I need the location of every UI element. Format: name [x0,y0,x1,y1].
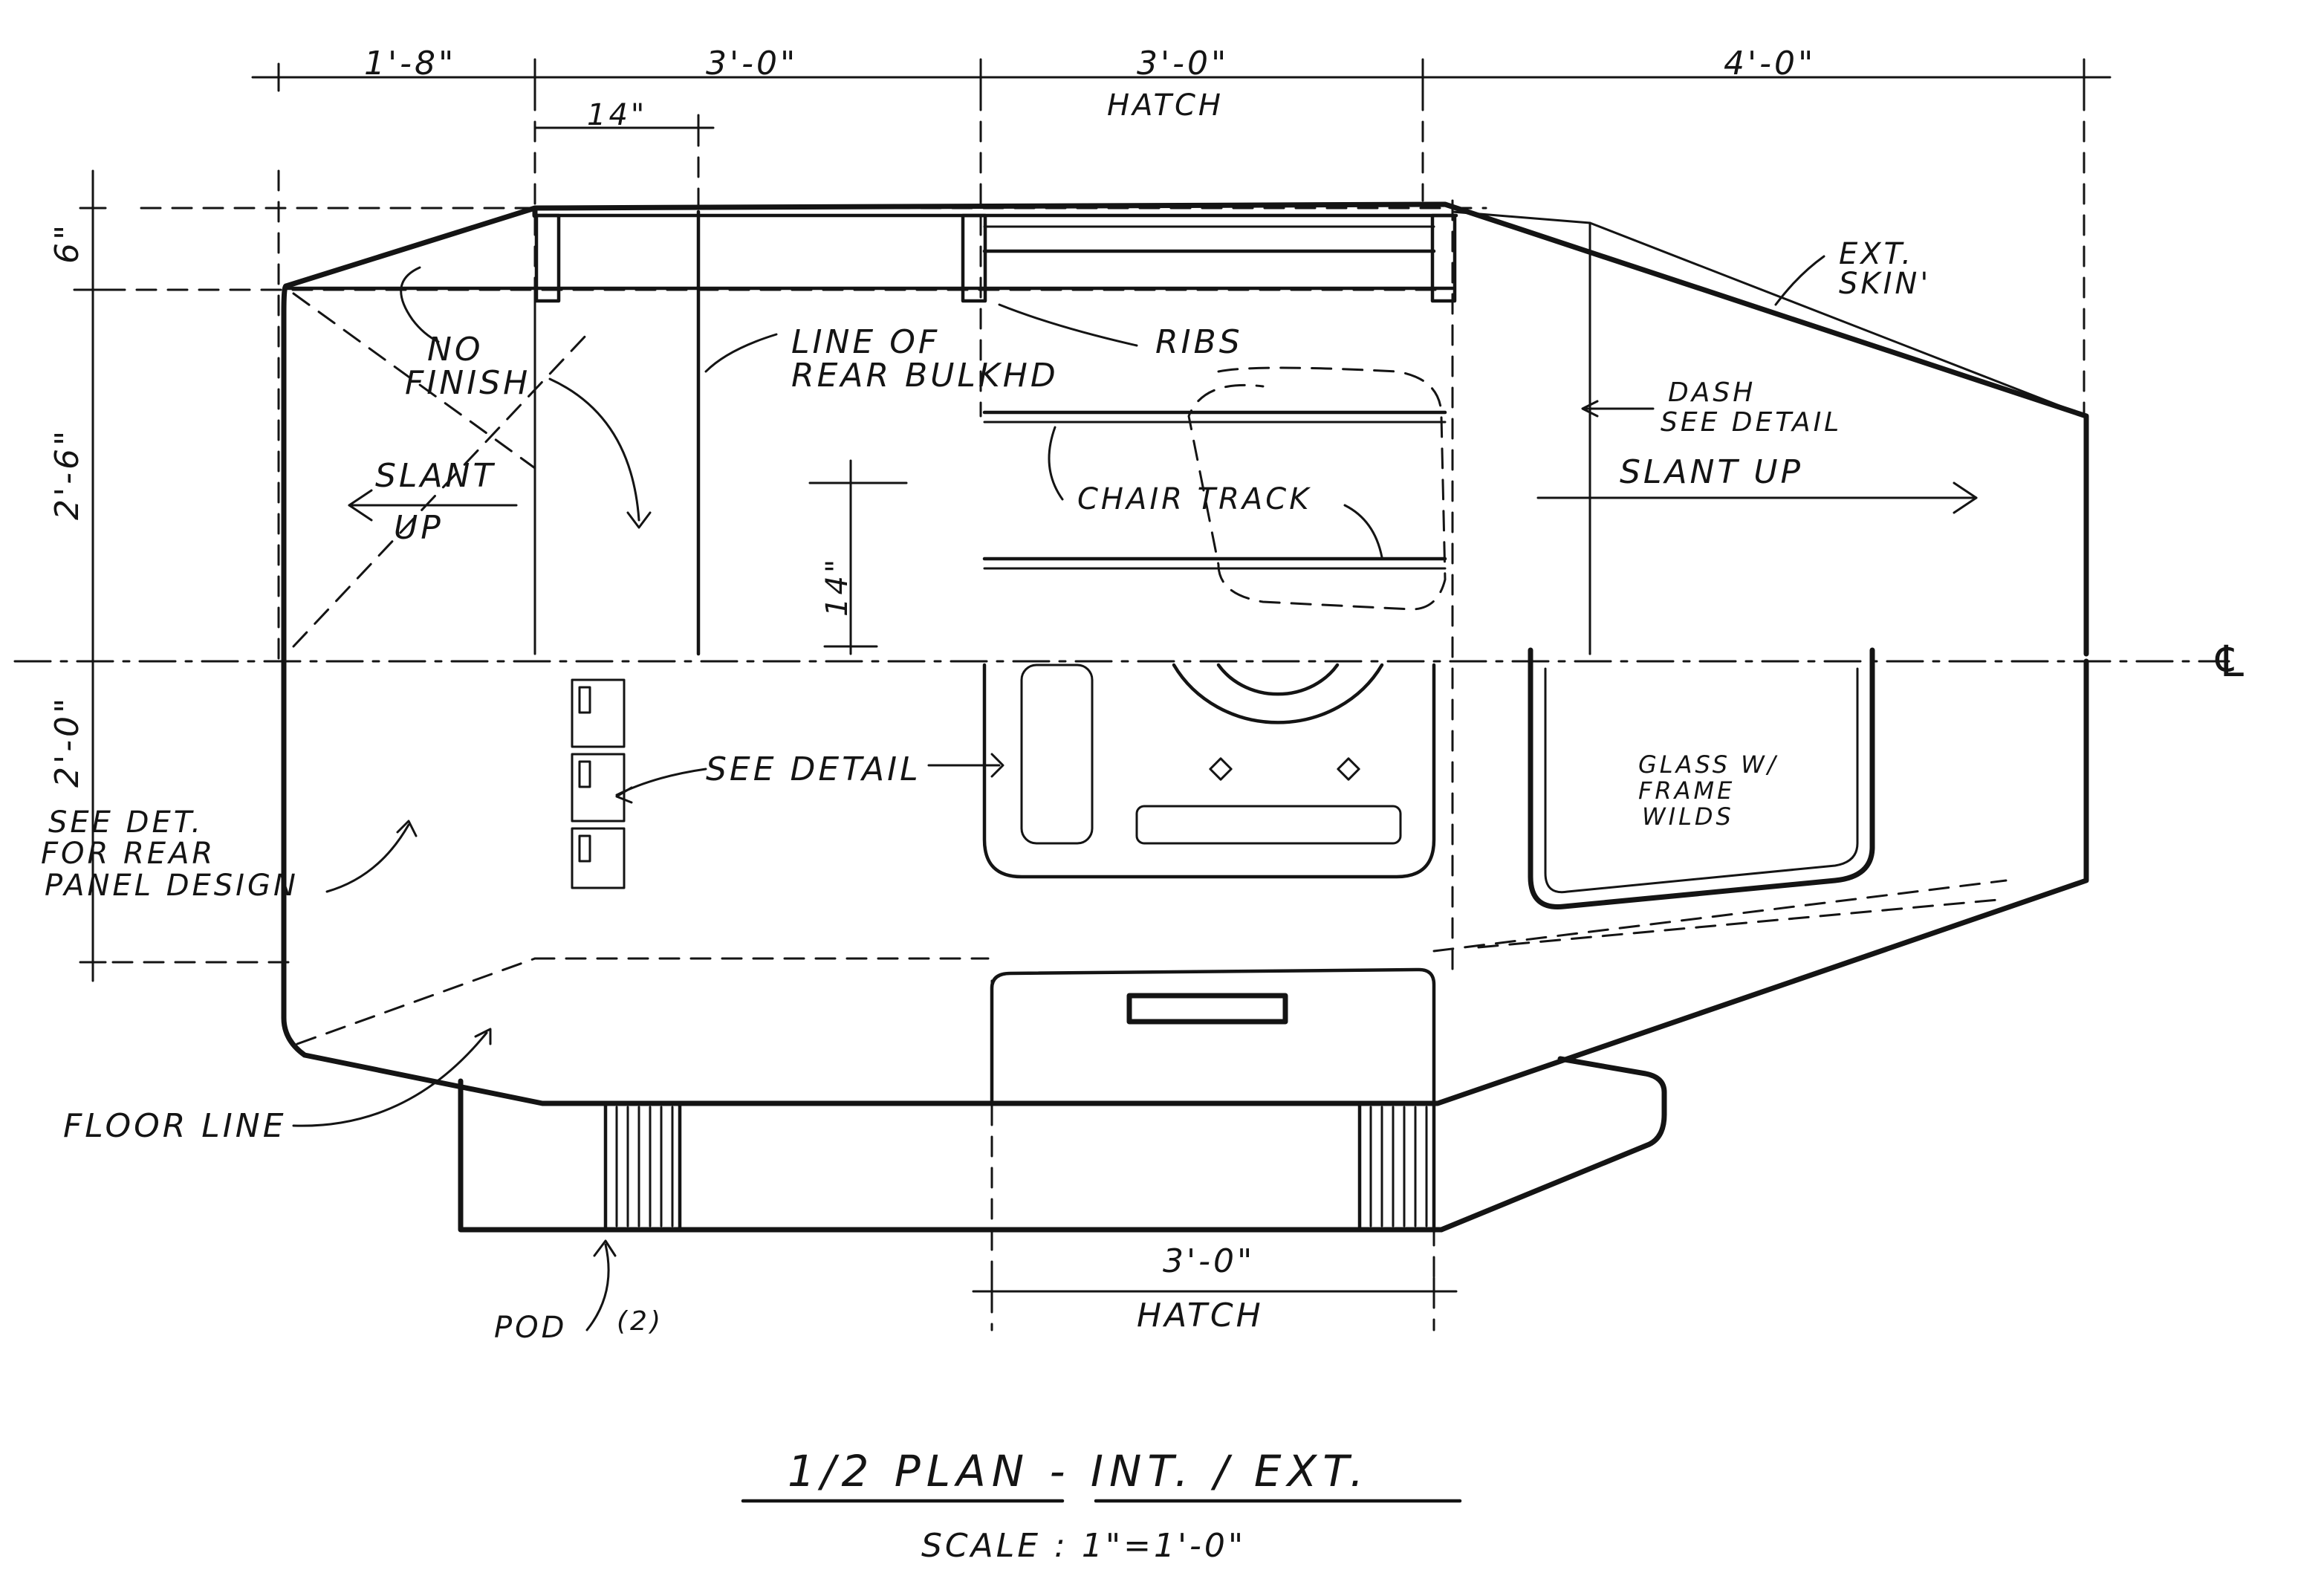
pod-right [1357,1101,1436,1232]
label-slant-up-right: SLANT UP [1620,453,1803,491]
leader-arrows [292,255,1978,1331]
dim-top-small: 14" [587,98,647,132]
label-for-rear: FOR REAR [41,837,215,871]
hatch-console [982,663,1436,879]
console-strip [1135,805,1402,845]
switch-3 [571,827,626,889]
label-up-left: UP [394,509,444,547]
lower-slant-lines [296,879,2007,1045]
bottom-dimension-line [972,1277,1458,1306]
dim-left-3: 2'-0" [48,695,86,788]
label-see-det: SEE DET. [48,805,204,840]
hull-outline [281,201,2089,1106]
label-pod-count: (2) [617,1306,663,1337]
dim-bottom: 3'-0" [1163,1242,1255,1280]
console-knob-2 [1337,757,1360,781]
console-dial-outer [1172,663,1384,724]
dim-bottom-sub: HATCH [1137,1297,1264,1334]
label-chair-track: CHAIR TRACK [1077,482,1311,516]
console-dial-inner [1216,663,1340,696]
switch-1 [571,678,626,748]
label-dash: DASH [1668,377,1756,408]
dim-left-1: 6" [48,222,86,264]
rear-slant-lines [292,292,588,648]
label-frame: FRAME [1638,776,1735,805]
pod-left [603,1101,682,1232]
label-slant-left: SLANT [375,457,496,495]
drawing-title: 1/2 PLAN - INT. / EXT. [788,1446,1369,1496]
label-see-detail: SEE DETAIL [706,750,921,788]
ribs [534,213,1458,303]
label-no-finish-2: FINISH [405,364,530,402]
label-no-finish-1: NO [427,331,484,369]
label-ext: EXT. [1839,237,1914,271]
dim-top-1: 1'-8" [364,45,456,82]
rear-panel-switches [571,678,626,889]
label-line-of: LINE OF [791,323,940,361]
dim-top-3: 3'-0" [1137,45,1229,82]
label-glass: GLASS W/ [1638,750,1779,779]
console-slot [1020,664,1094,845]
rear-bulkhead-line [533,210,701,656]
label-skin: SKIN' [1839,267,1931,301]
top-dimension-line [251,62,2112,143]
dim-top-4: 4'-0" [1724,45,1816,82]
label-wilds: WILDS [1642,802,1734,831]
drawing-scale: SCALE : 1"=1'-0" [921,1527,1246,1565]
label-floor-line: FLOOR LINE [63,1107,287,1145]
dim-top-2: 3'-0" [706,45,798,82]
switch-2 [571,753,626,823]
label-dash-detail: SEE DETAIL [1661,407,1842,438]
centerline-symbol: ℄ [2210,636,2255,687]
base-skid [458,1056,1667,1233]
chair-track [982,366,1447,611]
label-ribs: RIBS [1155,323,1243,361]
console-knob-1 [1209,757,1233,781]
dim-inner: 14" [820,557,854,617]
label-rear-bulkhd: REAR BULKHD [791,357,1059,395]
label-pod: POD [494,1311,567,1345]
glass-window [1528,647,1875,909]
hatch-handle [1126,993,1288,1025]
label-panel-design: PANEL DESIGN [45,869,299,903]
left-dimension-line [79,169,107,982]
lower-hatch [990,967,1436,1106]
inner-dimension-line [808,459,908,655]
dim-top-3-sub: HATCH [1107,88,1224,123]
dim-left-2: 2'-6" [48,428,86,520]
